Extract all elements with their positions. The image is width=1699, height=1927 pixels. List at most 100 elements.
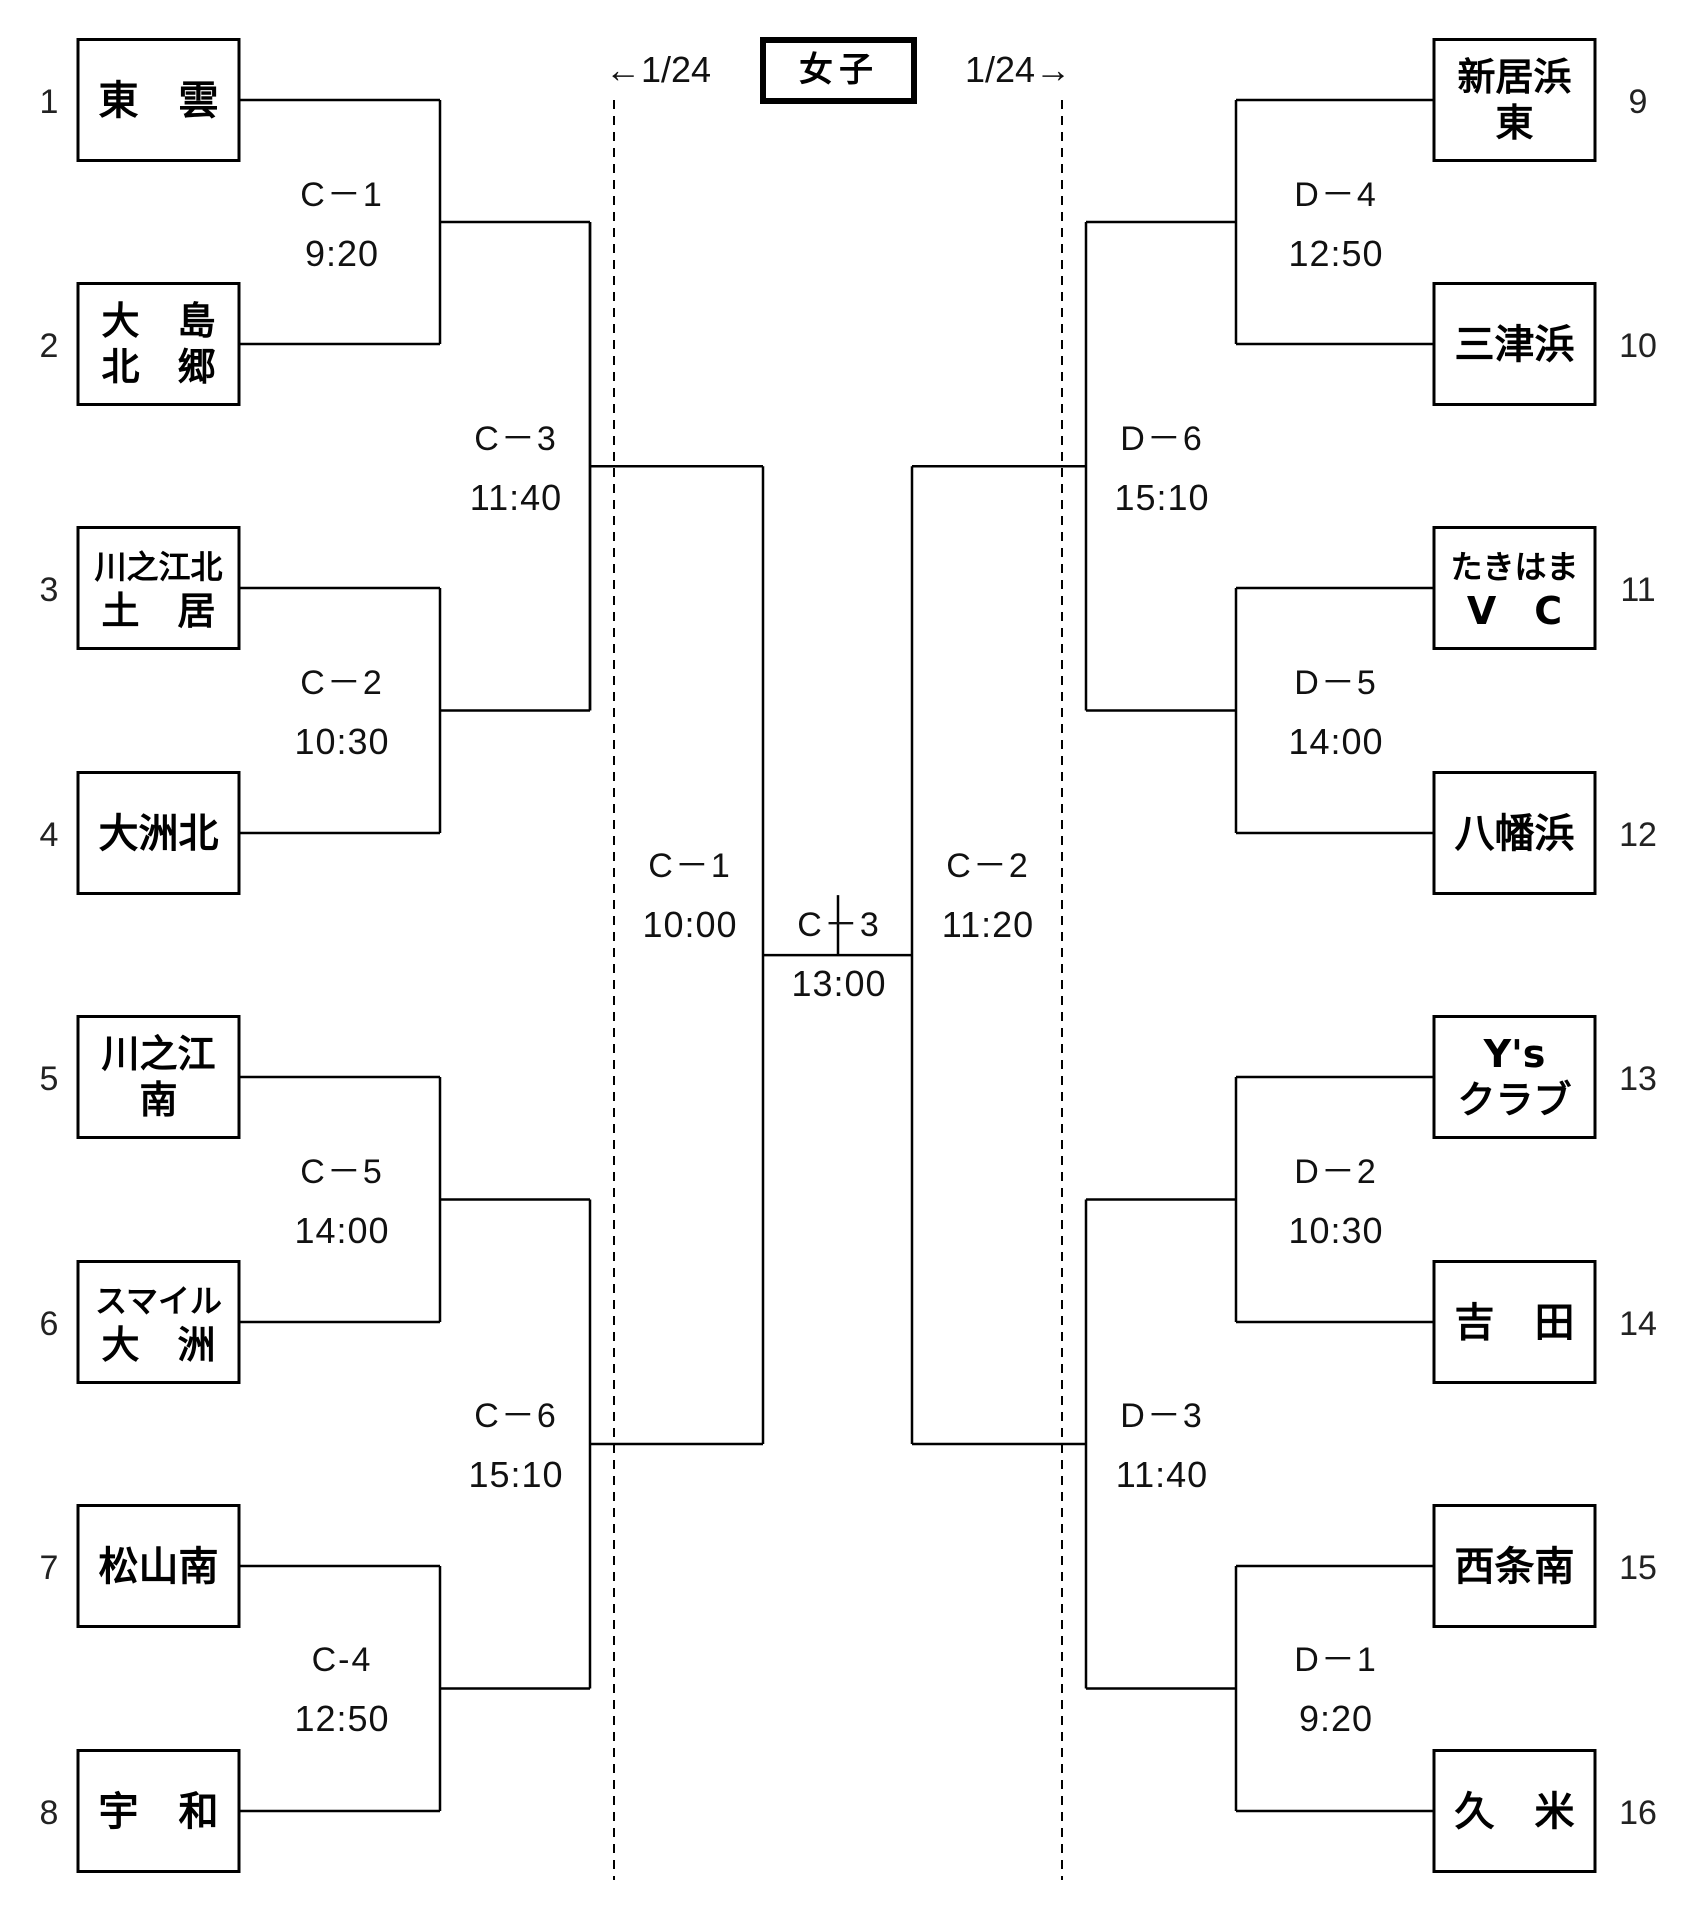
team-box-frame: [1432, 282, 1597, 406]
match-info: D－514:00: [1288, 664, 1382, 762]
seed-number: 14: [1619, 1305, 1657, 1343]
team-box-frame: [1432, 1504, 1597, 1628]
team-name-line: Y's: [1483, 1032, 1546, 1076]
seed-number: 5: [40, 1060, 59, 1098]
seed-number: 6: [40, 1305, 59, 1343]
team-name-line: 東: [1495, 101, 1533, 145]
team-name-line: 川之江: [101, 1032, 215, 1076]
team-box-frame: [76, 38, 241, 162]
match-code: C－2: [300, 664, 383, 702]
team-name: 三津浜: [1455, 322, 1575, 368]
team-name: 松山南: [99, 1544, 219, 1590]
team-name-line: 土 居: [101, 589, 215, 633]
team-name-line: クラブ: [1457, 1078, 1571, 1122]
match-info: C－1 9:20: [300, 176, 383, 274]
match-code: C－5: [300, 1153, 383, 1191]
seed-number: 12: [1619, 816, 1657, 854]
match-code: D－6: [1120, 420, 1203, 458]
seed-number: 2: [40, 327, 59, 365]
match-time: 11:20: [942, 904, 1034, 945]
seed-number: 8: [40, 1794, 59, 1832]
match-info: D－19:20: [1294, 1641, 1375, 1739]
match-time: 14:00: [294, 1210, 389, 1251]
team-name: 吉 田: [1455, 1300, 1575, 1346]
match-code: C－1: [648, 847, 731, 885]
match-time: 12:50: [1288, 233, 1383, 274]
team-name: 宇 和: [99, 1789, 219, 1835]
match-time: 11:40: [470, 477, 562, 518]
match-info: C－311:40: [470, 420, 562, 518]
match-info: C－5 14:00: [294, 1153, 389, 1251]
team-name-line: 北 郷: [101, 345, 215, 389]
match-code: D－2: [1294, 1153, 1377, 1191]
match-time: 12:50: [294, 1698, 389, 1739]
team-name-line: 新居浜: [1457, 55, 1571, 99]
match-info: C－2 11:20: [942, 847, 1034, 945]
match-info: D－412:50: [1288, 176, 1383, 274]
seed-number: 13: [1619, 1060, 1657, 1098]
team-name-line: 南: [139, 1078, 177, 1122]
team-box: 14 吉 田: [1432, 1260, 1657, 1384]
team-box: 10 三津浜: [1432, 282, 1657, 406]
team-name: 東 雲: [99, 78, 219, 124]
team-box-frame: [1432, 771, 1597, 895]
match-info: C－2 10:30: [294, 664, 389, 762]
team-box: 16 久 米: [1432, 1749, 1657, 1873]
title-box: [760, 37, 917, 104]
match-time: 13:00: [791, 963, 886, 1004]
left-date-label: ←1/24: [605, 49, 711, 90]
seed-number: 3: [40, 571, 59, 609]
match-info: C-4 12:50: [294, 1641, 389, 1739]
team-name: 西条南: [1455, 1544, 1575, 1590]
team-box-frame: [76, 526, 241, 650]
match-code: C-4: [312, 1641, 373, 1679]
team-box: 2 大 島北 郷: [40, 282, 241, 406]
match-time: 10:00: [642, 904, 737, 945]
team-name: 八幡浜: [1455, 811, 1575, 857]
seed-number: 10: [1619, 327, 1657, 365]
match-time: 9:20: [1299, 1698, 1373, 1739]
team-name-line: たきはま: [1450, 548, 1578, 586]
page-title: 女子: [799, 50, 879, 90]
match-code: C－6: [474, 1397, 557, 1435]
team-box-frame: [1432, 1749, 1597, 1873]
match-time: 15:10: [1114, 477, 1209, 518]
match-labels: C－19:20C－210:30C－514:00C-412:50C－311:40C…: [294, 176, 1383, 1739]
team-box-frame: [76, 282, 241, 406]
match-time: 15:10: [468, 1454, 563, 1495]
match-code: C－1: [300, 176, 383, 214]
team-name-line: 大 島: [101, 299, 215, 343]
team-box: 8 宇 和: [40, 1749, 241, 1873]
team-name-line: 大 洲: [101, 1323, 215, 1367]
match-code: C－2: [946, 847, 1029, 885]
match-code: D－3: [1120, 1397, 1203, 1435]
team-name-line: スマイル: [95, 1282, 222, 1320]
match-info: C－1 10:00: [642, 847, 737, 945]
team-box-frame: [1432, 1015, 1597, 1139]
team-box-frame: [76, 1504, 241, 1628]
team-box: 12 八幡浜: [1432, 771, 1657, 895]
match-info: C－6 15:10: [468, 1397, 563, 1495]
match-time: 9:20: [305, 233, 379, 274]
match-info: C－313:00: [791, 906, 886, 1004]
team-box-frame: [76, 1015, 241, 1139]
seed-number: 1: [40, 83, 59, 121]
team-box-frame: [1432, 38, 1597, 162]
match-time: 10:30: [294, 721, 389, 762]
team-box-frame: [1432, 526, 1597, 650]
seed-number: 9: [1629, 83, 1648, 121]
seed-number: 4: [40, 816, 59, 854]
seed-number: 16: [1619, 1794, 1657, 1832]
team-name-line: V C: [1467, 589, 1562, 633]
team-name-line: 川之江北: [94, 548, 222, 586]
team-name: 久 米: [1455, 1789, 1575, 1835]
match-time: 10:30: [1288, 1210, 1383, 1251]
right-date-label: 1/24→: [965, 49, 1071, 90]
